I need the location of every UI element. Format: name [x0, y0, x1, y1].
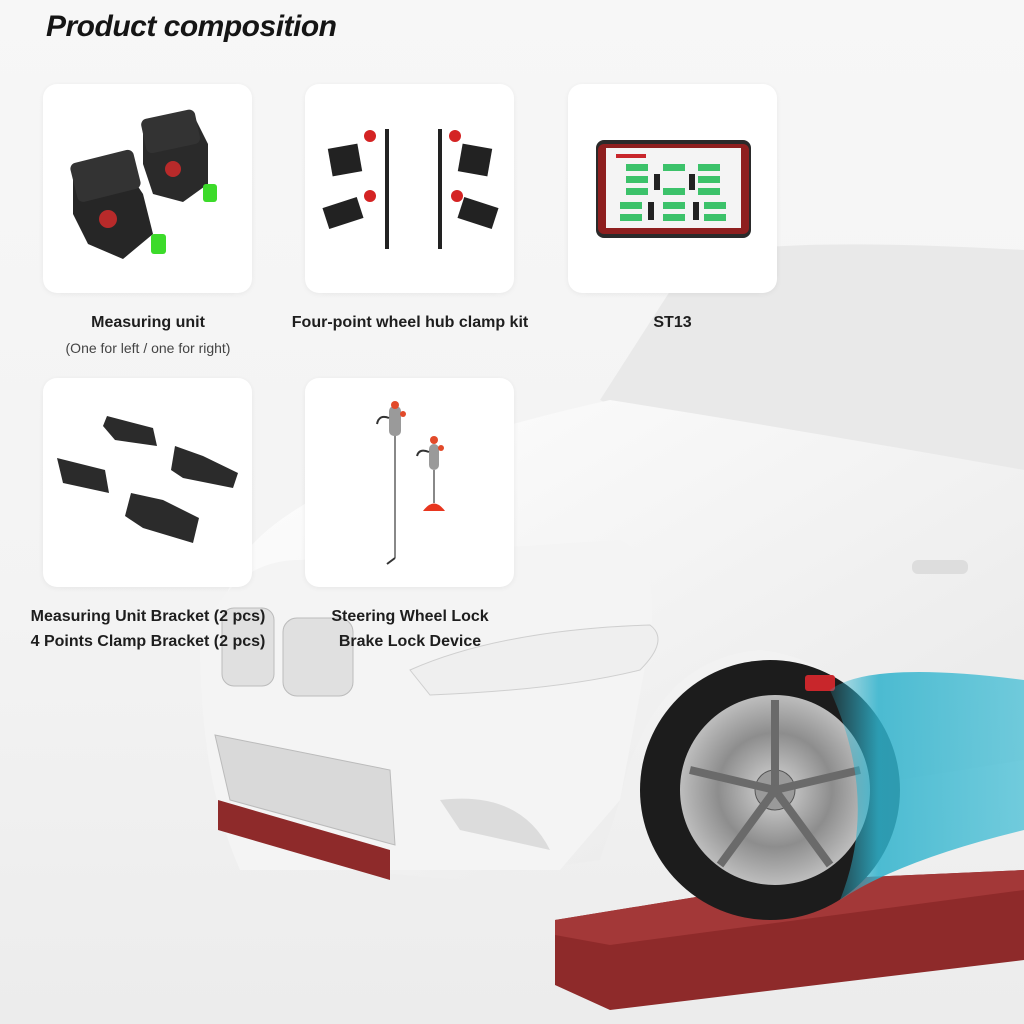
wheel-hub-clamp-kit-image — [322, 129, 499, 249]
caption-title: ST13 — [653, 314, 692, 331]
st13-tablet-image — [596, 140, 751, 238]
measuring-unit-image — [70, 109, 217, 259]
caption-st13: ST13 — [568, 310, 777, 335]
steering-brake-lock-image — [376, 401, 445, 565]
caption-line2: Brake Lock Device — [338, 633, 482, 650]
caption-line1: Measuring Unit Bracket (2 pcs) — [30, 608, 266, 625]
caption-steering-brake-lock: Steering Wheel Lock Brake Lock Device — [280, 604, 540, 654]
page-title: Product composition — [46, 10, 337, 43]
product-card-measuring-unit — [43, 84, 252, 293]
caption-title: Four-point wheel hub clamp kit — [291, 314, 529, 331]
caption-measuring-unit: Measuring unit (One for left / one for r… — [30, 310, 266, 361]
brackets-image — [57, 416, 238, 543]
product-card-brackets — [43, 378, 252, 587]
caption-title: Measuring unit — [91, 314, 205, 331]
caption-brackets: Measuring Unit Bracket (2 pcs) 4 Points … — [10, 604, 286, 654]
caption-note: (One for left / one for right) — [65, 340, 231, 356]
product-card-clamp-kit — [305, 84, 514, 293]
product-card-st13 — [568, 84, 777, 293]
caption-clamp-kit: Four-point wheel hub clamp kit — [270, 310, 550, 335]
product-card-steering-brake-lock — [305, 378, 514, 587]
caption-line1: Steering Wheel Lock — [331, 608, 489, 625]
caption-line2: 4 Points Clamp Bracket (2 pcs) — [30, 633, 266, 650]
